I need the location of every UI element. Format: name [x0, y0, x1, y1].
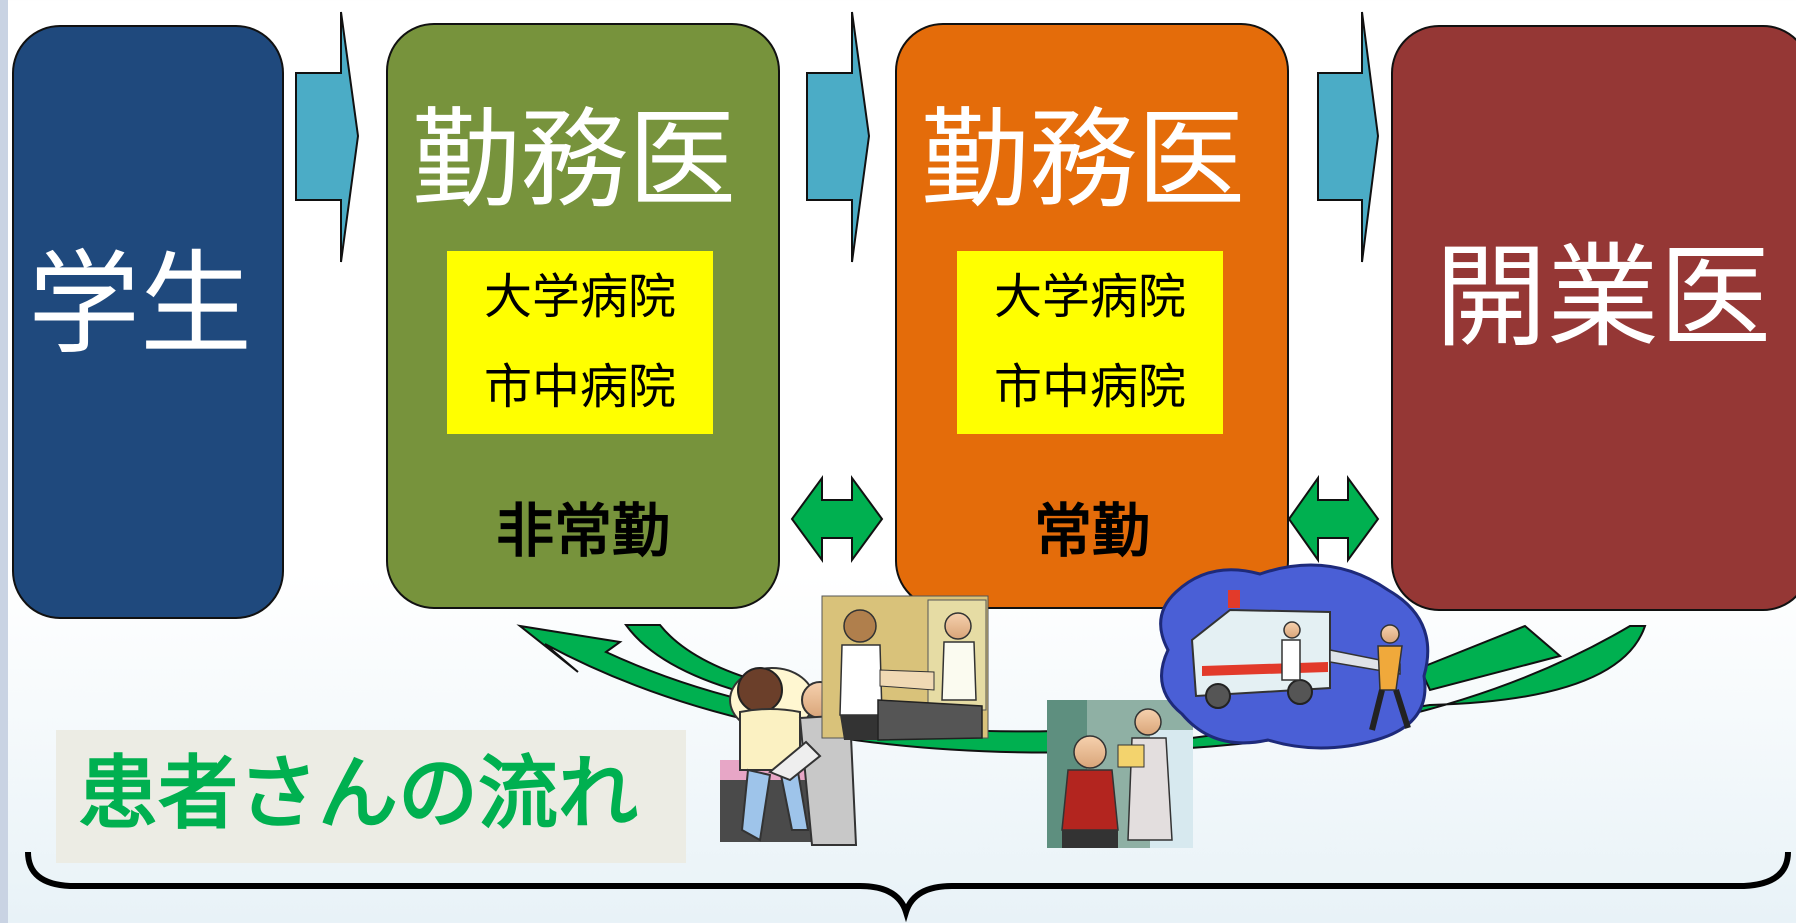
- patient-consultation-icon: [720, 667, 858, 846]
- hospital-types-box: 大学病院 市中病院: [957, 251, 1223, 434]
- patient-flow-label: 患者さんの流れ: [78, 747, 638, 840]
- employment-status: 非常勤: [495, 497, 670, 565]
- stage-employed-label: 勤務医: [921, 98, 1246, 223]
- bidirectional-arrow: [790, 474, 884, 564]
- bidirectional-arrow: [1287, 474, 1380, 564]
- stage-employed-full-time: 勤務医 大学病院 市中病院 常勤: [895, 23, 1289, 609]
- stage-employed-part-time: 勤務医 大学病院 市中病院 非常勤: [386, 23, 780, 609]
- hospital-university: 大学病院: [993, 269, 1186, 325]
- stage-student: 学生: [12, 25, 284, 619]
- progress-arrow: [295, 11, 360, 263]
- progress-arrow: [1317, 11, 1380, 263]
- stage-employed-label: 勤務医: [412, 98, 737, 223]
- grouping-brace: [25, 851, 1791, 923]
- stage-practitioner: 開業医: [1391, 25, 1796, 611]
- hospital-city: 市中病院: [993, 359, 1186, 415]
- progress-arrow: [806, 11, 871, 263]
- slide-edge: [0, 0, 8, 923]
- ambulance-icon: [1159, 563, 1430, 750]
- employment-status: 常勤: [1033, 497, 1150, 565]
- stage-practitioner-label: 開業医: [1435, 233, 1771, 363]
- elderly-patient-nurse-icon: [1047, 700, 1193, 848]
- hospital-types-box: 大学病院 市中病院: [447, 251, 713, 434]
- hospital-city: 市中病院: [483, 359, 676, 415]
- hospital-university: 大学病院: [483, 269, 676, 325]
- stage-student-label: 学生: [28, 240, 252, 370]
- patient-flow-label-box: 患者さんの流れ: [56, 730, 686, 863]
- reception-desk-icon: [821, 595, 989, 741]
